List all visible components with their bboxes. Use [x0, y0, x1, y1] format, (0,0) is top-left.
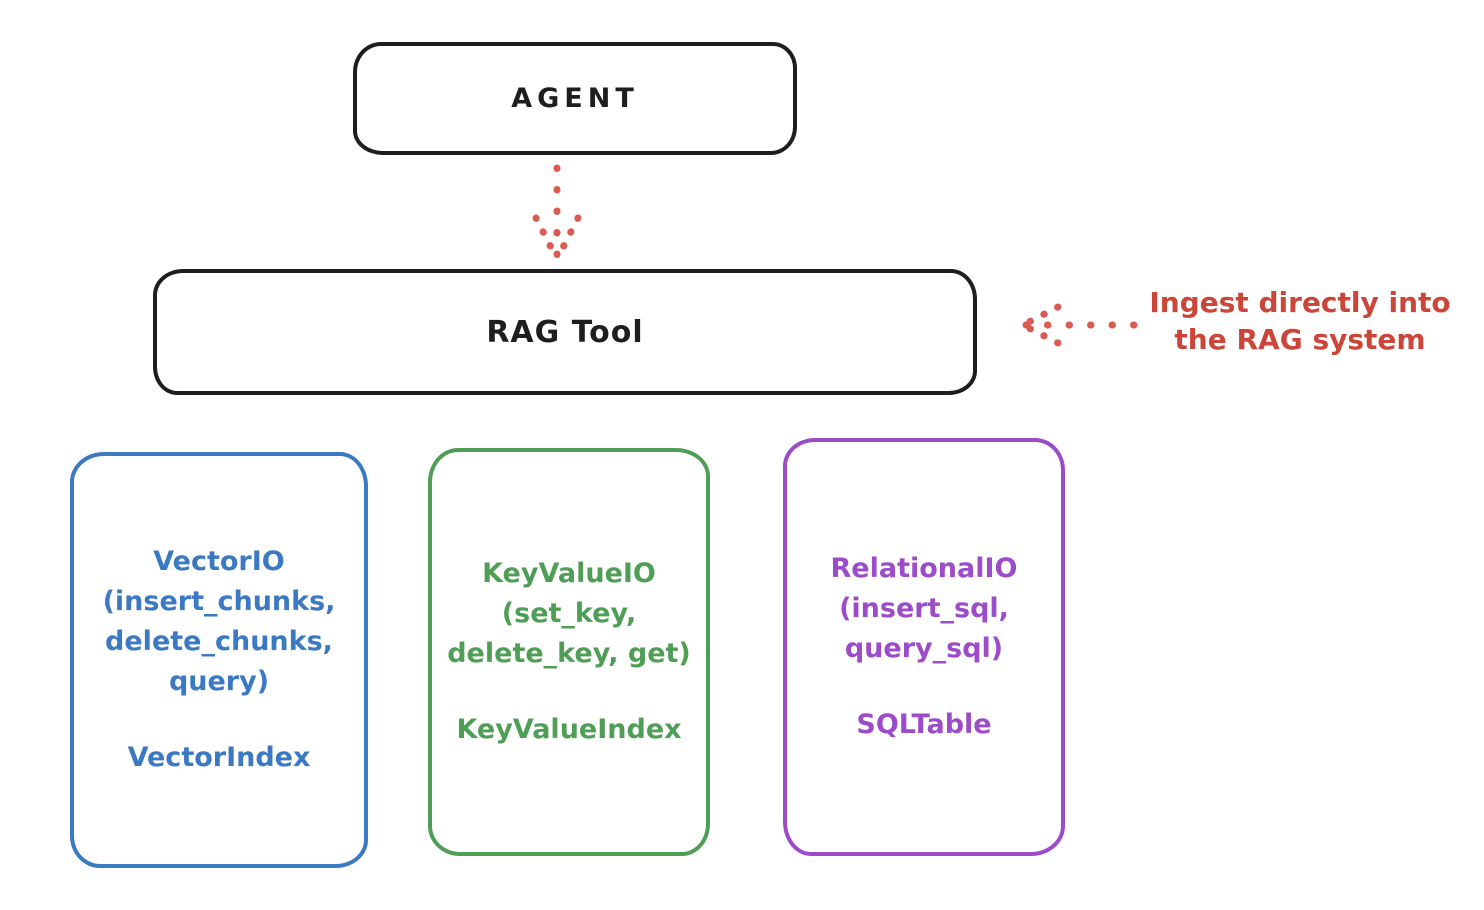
ingest-annotation-line2: the RAG system [1174, 323, 1426, 356]
keyvalue-io-methods-line: (set_key, [501, 598, 637, 629]
keyvalue-io-methods-line: delete_key, get) [447, 638, 691, 669]
rag-tool-box: RAG Tool [153, 269, 977, 395]
keyvalue-io-box: KeyValueIO (set_key, delete_key, get) Ke… [428, 448, 710, 856]
keyvalue-index-label: KeyValueIndex [456, 714, 682, 745]
vector-io-box: VectorIO (insert_chunks, delete_chunks, … [70, 452, 368, 868]
vector-io-methods-line: delete_chunks, [105, 626, 333, 657]
keyvalue-io-title-line: KeyValueIO [482, 558, 656, 589]
rag-tool-label: RAG Tool [486, 314, 644, 350]
agent-box: AGENT [353, 42, 797, 155]
vector-io-methods-line: (insert_chunks, [102, 586, 336, 617]
vector-index-label: VectorIndex [127, 742, 311, 773]
relational-io-methods-line: (insert_sql, [839, 593, 1009, 624]
agent-to-rag-arrow-icon [532, 164, 582, 263]
vector-io-title-line: VectorIO [153, 546, 285, 577]
vector-io-methods-line: query) [168, 666, 270, 697]
relational-io-title-line: RelationalIO [830, 553, 1018, 584]
ingest-annotation-line1: Ingest directly into [1149, 286, 1451, 319]
annotation-to-rag-arrow-icon [1019, 303, 1138, 347]
relational-io-methods-line: query_sql) [844, 633, 1004, 664]
relational-io-box: RelationalIO (insert_sql, query_sql) SQL… [783, 438, 1065, 856]
sql-table-label: SQLTable [856, 709, 992, 740]
ingest-annotation: Ingest directly into the RAG system [1125, 284, 1475, 358]
agent-label: AGENT [511, 83, 639, 114]
